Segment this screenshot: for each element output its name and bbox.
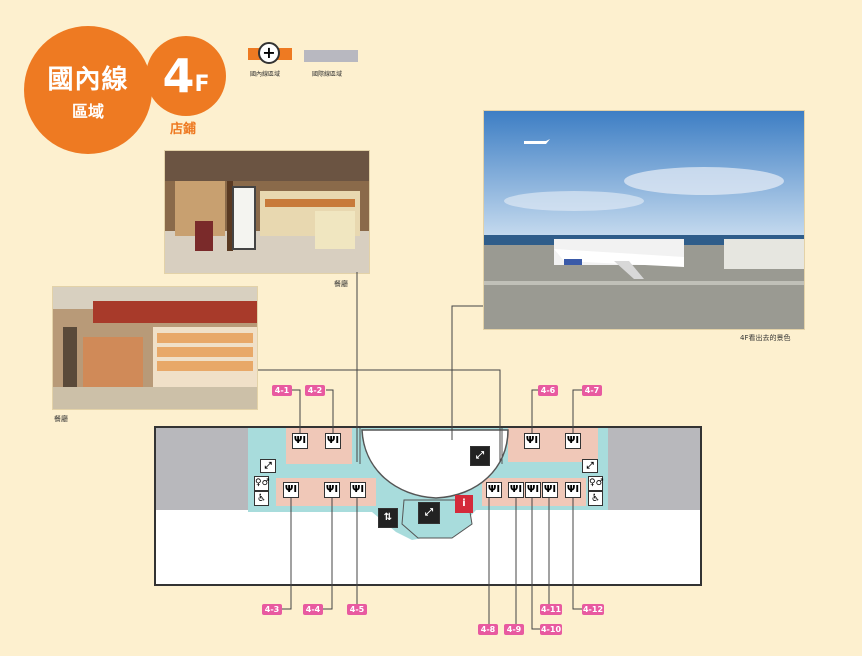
legend-international-swatch — [304, 50, 358, 62]
shop-tag-4-4[interactable]: 4-4 — [303, 604, 323, 615]
floor-letter: F — [194, 71, 210, 97]
legend-international-label: 國際線區域 — [312, 71, 343, 78]
restaurant-icon: ΨΙ — [486, 482, 502, 498]
restroom-icon: ♀♂ — [254, 476, 270, 491]
wheelchair-icon: ♿ — [254, 491, 269, 506]
wheelchair-icon: ♿ — [588, 491, 603, 506]
shop-tag-4-6[interactable]: 4-6 — [538, 385, 558, 396]
legend-domestic-label: 國內線區域 — [250, 71, 281, 78]
zone-badge: 國內線 區域 — [24, 26, 152, 154]
view-photo-image — [484, 111, 804, 329]
shop-tag-4-1[interactable]: 4-1 — [272, 385, 292, 396]
zone-title: 國內線 — [47, 64, 129, 95]
restaurant-icon: ΨΙ — [525, 482, 541, 498]
floor-number: 4 — [162, 49, 195, 103]
floor-badge: 4 F — [146, 36, 226, 116]
restaurant-icon: ΨΙ — [325, 433, 341, 449]
restaurant-icon: ΨΙ — [542, 482, 558, 498]
restaurant-icon: ΨΙ — [524, 433, 540, 449]
escalator-icon: ⤢ — [418, 502, 440, 524]
shop-tag-4-10[interactable]: 4-10 — [540, 624, 562, 635]
escalator-icon: ⤢ — [260, 459, 276, 473]
restaurant-photo-1-image — [165, 151, 369, 273]
restaurant-icon: ΨΙ — [508, 482, 524, 498]
restaurant-photo-2-image — [53, 287, 257, 409]
escalator-icon: ⤢ — [582, 459, 598, 473]
restaurant-icon: ΨΙ — [324, 482, 340, 498]
restaurant-caption-1: 餐廳 — [334, 280, 348, 288]
shop-tag-4-8[interactable]: 4-8 — [478, 624, 498, 635]
shop-tag-4-7[interactable]: 4-7 — [582, 385, 602, 396]
restaurant-photo-1 — [164, 150, 370, 274]
escalator-icon: ⤢ — [470, 446, 490, 466]
restroom-icon: ♀♂ — [588, 476, 604, 491]
shop-tag-4-9[interactable]: 4-9 — [504, 624, 524, 635]
restaurant-icon: ΨΙ — [283, 482, 299, 498]
restaurant-icon: ΨΙ — [350, 482, 366, 498]
shop-tag-4-2[interactable]: 4-2 — [305, 385, 325, 396]
shop-tag-4-3[interactable]: 4-3 — [262, 604, 282, 615]
restaurant-icon: ΨΙ — [565, 433, 581, 449]
restaurant-icon: ΨΙ — [565, 482, 581, 498]
shop-tag-4-12[interactable]: 4-12 — [582, 604, 604, 615]
elevator-icon: ⇅ — [378, 508, 398, 528]
restaurant-icon: ΨΙ — [292, 433, 308, 449]
view-photo — [483, 110, 805, 330]
shop-tag-4-5[interactable]: 4-5 — [347, 604, 367, 615]
information-icon: i — [455, 495, 473, 513]
zone-subtitle: 區域 — [71, 101, 104, 121]
legend-domestic-icon: + — [258, 42, 280, 64]
floor-label: 店鋪 — [170, 122, 197, 137]
restaurant-photo-2 — [52, 286, 258, 410]
view-caption: 4F看出去的景色 — [740, 334, 791, 342]
restaurant-caption-2: 餐廳 — [54, 415, 68, 423]
shop-tag-4-11[interactable]: 4-11 — [540, 604, 562, 615]
